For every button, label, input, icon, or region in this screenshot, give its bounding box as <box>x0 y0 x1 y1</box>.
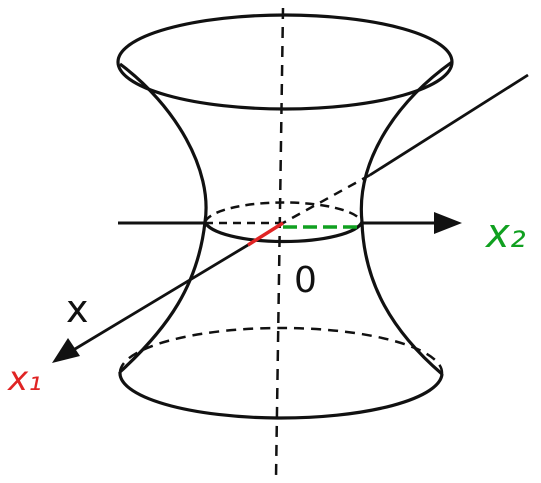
top-rim <box>116 13 454 111</box>
x2-axis-label: x₂ <box>484 211 526 257</box>
x2-axis-arrowhead <box>434 212 462 234</box>
x1-axis-label: x₁ <box>7 359 42 399</box>
x-axis-inside <box>282 173 371 225</box>
bottom-rim-front <box>118 371 444 420</box>
x-axis-upper-outer <box>369 73 529 177</box>
waist-front <box>203 221 364 244</box>
x-axis-arrowhead <box>52 338 80 363</box>
x-axis-lower-outer <box>69 243 249 354</box>
origin-label: 0 <box>294 260 317 301</box>
left-profile <box>118 62 208 374</box>
waist-back <box>203 201 364 223</box>
bottom-rim-back <box>118 326 444 375</box>
x-axis-label: x <box>66 287 89 331</box>
x1-red-segment <box>247 221 284 247</box>
